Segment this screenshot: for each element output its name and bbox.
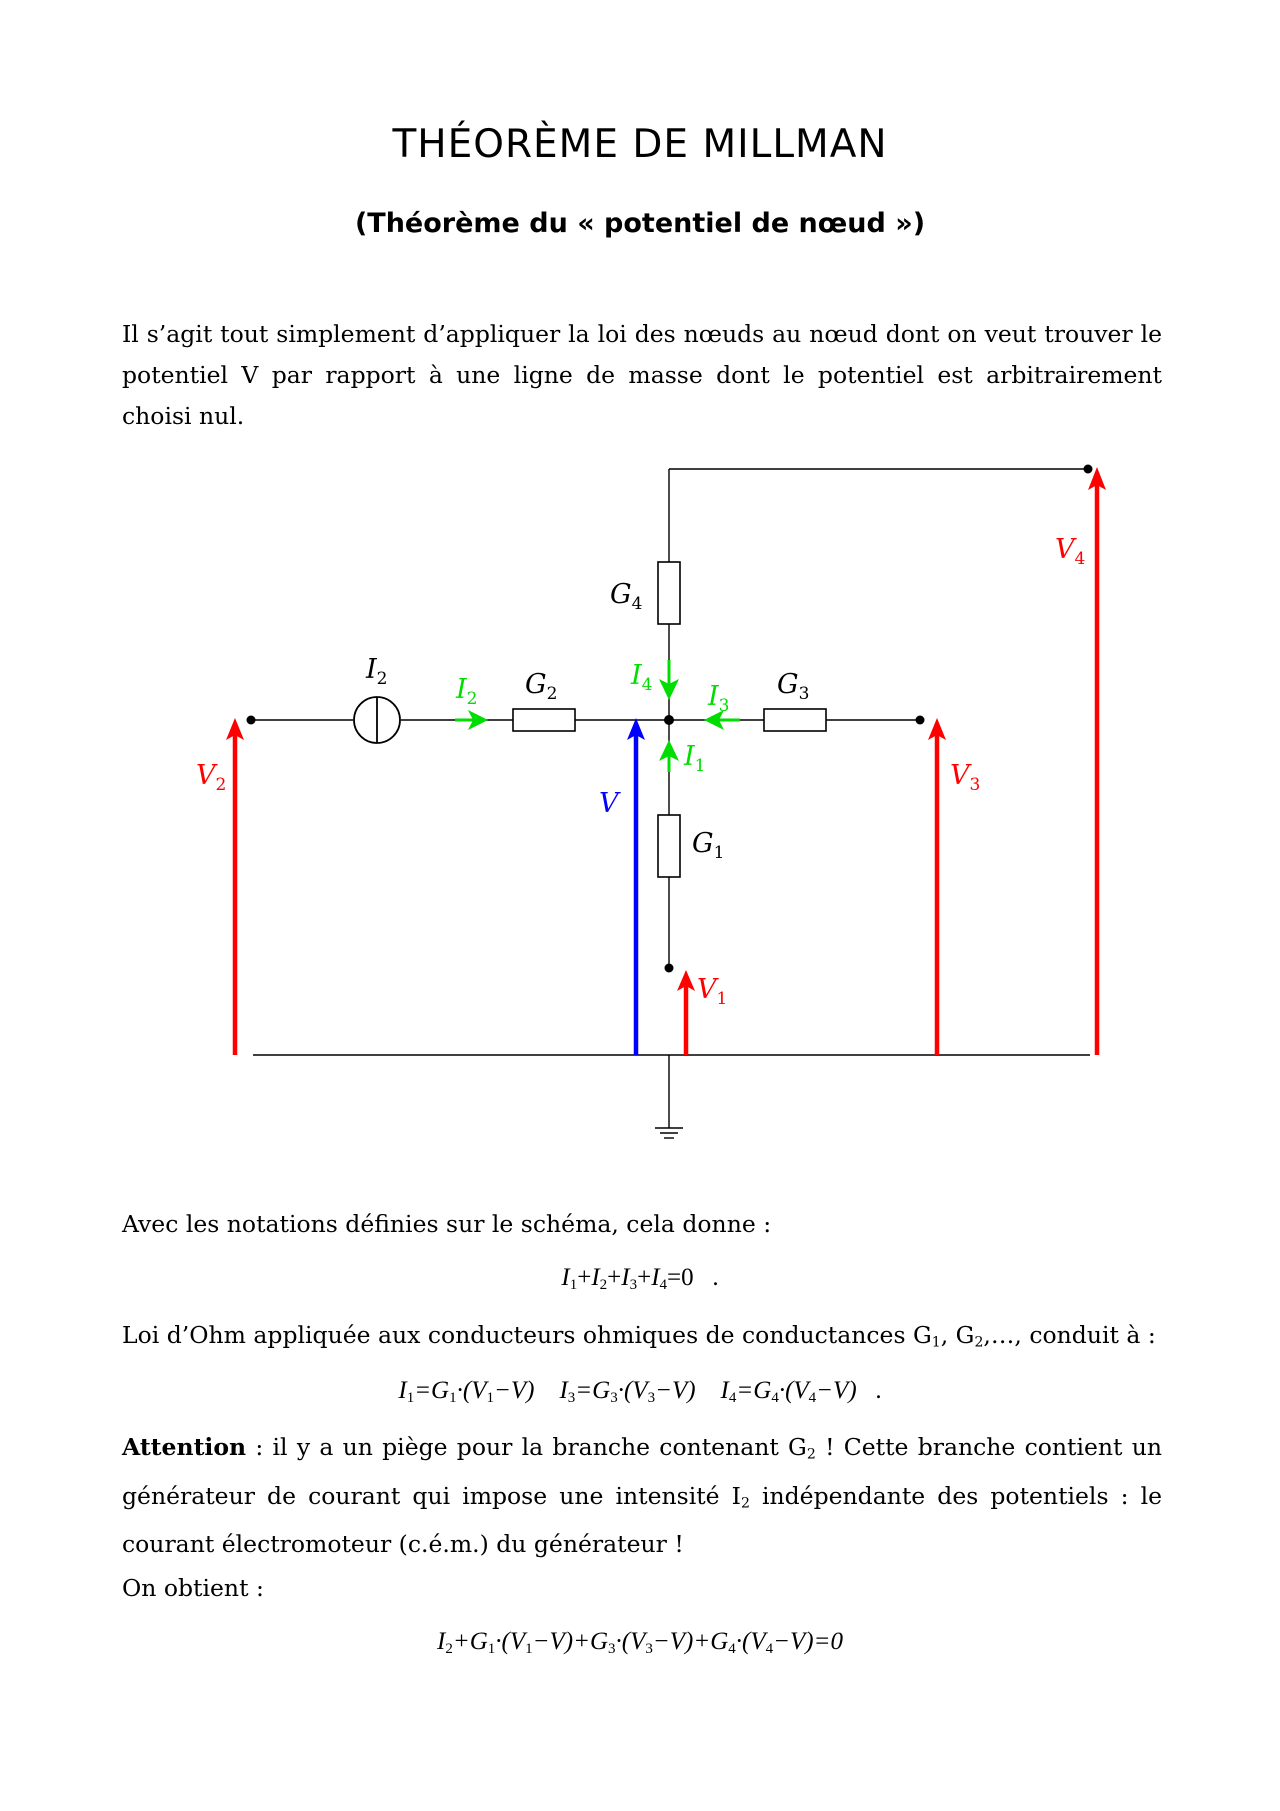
voltage-arrow-v4: [1088, 467, 1106, 1055]
page-subtitle: (Théorème du « potentiel de nœud »): [354, 208, 926, 239]
label-v3: V3: [950, 760, 980, 795]
label-current-source: I2: [365, 654, 388, 689]
equation-millman: I2+G1·(V1−V)+G3·(V3−V)+G4·(V4−V)=0: [437, 1628, 843, 1657]
voltage-arrow-v2: [226, 718, 244, 1055]
current-arrow-i1: [659, 740, 679, 772]
voltage-arrow-v3: [928, 718, 946, 1055]
label-i4: I4: [630, 660, 653, 695]
resistor-g4: [657, 561, 681, 625]
terminal-v4: [1083, 464, 1093, 474]
label-g1: G1: [692, 828, 724, 863]
label-i1: I1: [683, 741, 706, 776]
voltage-arrows: [226, 467, 1106, 1055]
voltage-arrow-v: [627, 718, 645, 1055]
attention-paragraph: Attention : il y a un piège pour la bran…: [122, 1433, 1163, 1559]
main-node: [664, 715, 674, 725]
resistor-g3: [763, 708, 827, 732]
page-title: THÉORÈME DE MILLMAN: [392, 122, 888, 167]
equation-kirchhoff: I1+I2+I3+I4=0 .: [561, 1264, 719, 1293]
equation-ohm: I1=G1·(V1−V) I3=G3·(V3−V) I4=G4·(V4−V) .: [398, 1377, 882, 1406]
notations-text: Avec les notations définies sur le schém…: [122, 1210, 772, 1238]
label-v1: V1: [697, 974, 727, 1009]
current-arrow-i3: [704, 710, 740, 730]
terminal-v3: [915, 715, 925, 725]
current-arrow-i4: [659, 660, 679, 700]
label-g2: G2: [525, 669, 557, 704]
obtain-text: On obtient :: [122, 1574, 264, 1602]
intro-paragraph: Il s’agit tout simplement d’appliquer la…: [122, 320, 1162, 430]
label-g4: G4: [610, 579, 642, 614]
label-g3: G3: [777, 669, 809, 704]
resistor-g2: [512, 708, 576, 732]
label-v2: V2: [196, 760, 226, 795]
current-arrows: [455, 660, 740, 772]
label-i3: I3: [707, 681, 730, 716]
terminal-v2: [246, 715, 256, 725]
ohm-text: Loi d’Ohm appliquée aux conducteurs ohmi…: [122, 1321, 1156, 1351]
label-v: V: [599, 788, 621, 819]
attention-label: Attention: [122, 1433, 247, 1461]
current-source-symbol: [353, 696, 401, 744]
current-arrow-i2: [455, 710, 488, 730]
voltage-arrow-v1: [677, 970, 695, 1055]
terminal-v1: [664, 963, 674, 973]
resistor-g1: [657, 814, 681, 878]
label-i2: I2: [455, 674, 478, 709]
label-v4: V4: [1055, 534, 1085, 569]
